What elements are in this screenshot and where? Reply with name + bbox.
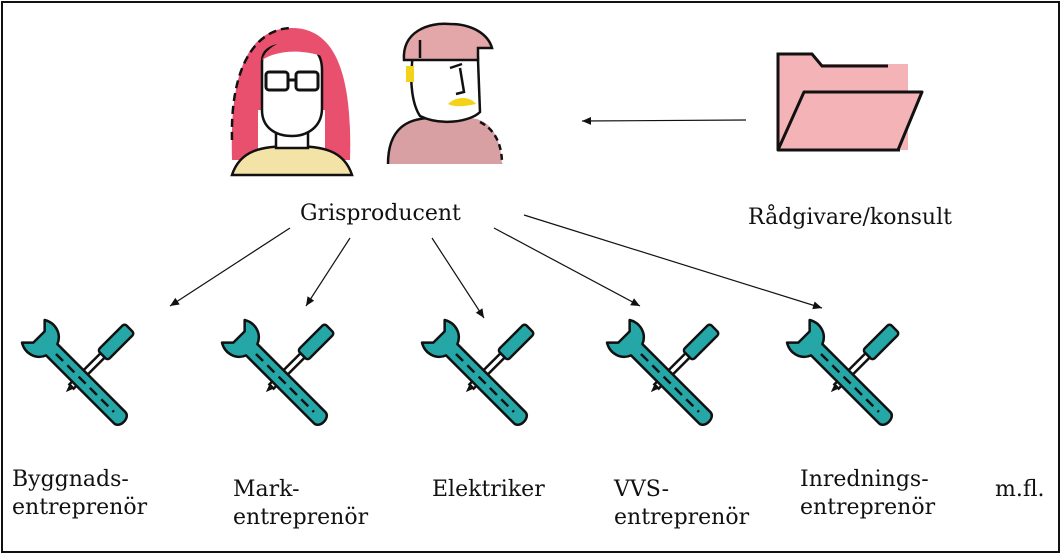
tools-icon-elektriker	[418, 316, 539, 437]
tools-icon-mark	[218, 316, 339, 437]
man-with-cap-avatar-icon	[386, 22, 504, 165]
tools-icon-byggnad	[18, 316, 139, 437]
folder-icon	[776, 52, 924, 152]
advisor-label: Rådgivare/konsult	[748, 205, 952, 230]
tools-icon-inredning	[783, 316, 904, 437]
contractor-label-byggnad: Byggnads-entreprenör	[12, 467, 148, 520]
contractor-label-elektriker: Elektriker	[432, 477, 545, 502]
tools-icon-vvs	[603, 316, 724, 437]
producent-arrows	[169, 214, 823, 319]
others-label: m.fl.	[995, 477, 1045, 502]
center-label: Grisproducent	[300, 201, 461, 226]
contractor-label-vvs: VVS-entreprenör	[614, 477, 750, 530]
contractor-label-mark: Mark-entreprenör	[233, 477, 369, 530]
woman-avatar-icon	[230, 26, 354, 177]
contractor-label-inredning: Inrednings-entreprenör	[800, 467, 936, 520]
advisor-arrow	[581, 116, 747, 125]
